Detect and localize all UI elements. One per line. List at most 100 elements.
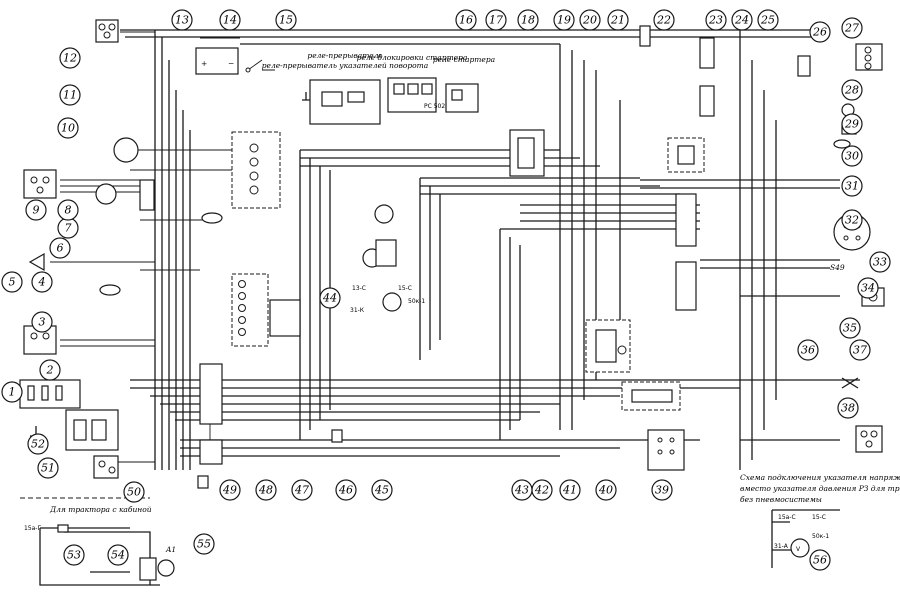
lamp-38 (855, 425, 883, 453)
generator-10 (113, 137, 139, 163)
wire-label-13c: 13-С (352, 285, 366, 292)
callout-37: 37 (853, 344, 867, 357)
callout-circle-15 (275, 9, 297, 31)
switch-panel-11 (231, 131, 281, 209)
callout-24: 24 (734, 14, 749, 27)
callout-circle-41 (559, 479, 581, 501)
callout-39: 39 (655, 484, 669, 497)
callout-circle-35 (839, 317, 861, 339)
callout-27: 27 (844, 22, 859, 35)
voltmeter-56 (771, 509, 840, 568)
callout-19: 19 (557, 14, 571, 27)
terminal-block-39 (647, 429, 685, 471)
callout-56: 56 (813, 554, 827, 567)
sensor-6 (201, 212, 223, 224)
callout-1: 1 (9, 386, 16, 399)
callout-35: 35 (843, 322, 857, 335)
callout-2: 2 (46, 364, 54, 377)
note-caption-line-1: Схема подключения указателя напряжения Р… (740, 473, 900, 482)
callout-circle-46 (335, 479, 357, 501)
callout-13: 13 (175, 14, 189, 27)
callout-circle-22 (653, 9, 675, 31)
starter-block-relay-16 (387, 77, 437, 113)
wire-label-31k: 31-К (350, 307, 365, 314)
sensor-37 (841, 377, 859, 389)
callout-49: 49 (222, 484, 237, 497)
fuse-block-18 (509, 129, 545, 177)
callout-circle-26 (809, 21, 831, 43)
callout-circle-51 (37, 457, 59, 479)
callout-circle-9 (25, 199, 47, 221)
horn-5 (28, 252, 45, 272)
callout-circle-34 (857, 277, 879, 299)
callout-33: 33 (873, 256, 887, 269)
callout-circle-45 (371, 479, 393, 501)
svg-text:+: + (201, 59, 207, 68)
starter-relay-17 (445, 83, 479, 113)
callout-9: 9 (33, 204, 40, 217)
label-s49: S49 (830, 263, 845, 272)
callout-circle-5 (1, 271, 23, 293)
label-turn-signal-relay: реле-прерыватель указателей поворота (262, 61, 429, 70)
connector-block-48 (199, 363, 223, 465)
callout-45: 45 (374, 484, 389, 497)
callout-circle-56 (809, 549, 831, 571)
wire-label-50k: 50к-1 (812, 533, 829, 540)
callout-30: 30 (845, 150, 859, 163)
glow-plugs-1 (19, 379, 81, 409)
callout-8: 8 (65, 204, 72, 217)
callout-17: 17 (489, 14, 503, 27)
callout-circle-11 (59, 84, 81, 106)
callout-26: 26 (812, 26, 827, 39)
callout-circle-24 (731, 9, 753, 31)
callout-circle-20 (579, 9, 601, 31)
callout-circle-17 (485, 9, 507, 31)
callout-circle-12 (59, 47, 81, 69)
callout-29: 29 (844, 118, 859, 131)
label-starter-block-relay: реле блокировки стартера (357, 53, 468, 62)
callout-22: 22 (656, 14, 671, 27)
callout-21: 21 (610, 14, 625, 27)
headlight-12 (95, 19, 119, 43)
callout-circle-21 (607, 9, 629, 31)
callout-circle-3 (31, 311, 53, 333)
callout-circle-23 (705, 9, 727, 31)
turn-signal-relay-15 (309, 79, 381, 125)
callout-31: 31 (845, 180, 859, 193)
callout-circle-27 (841, 17, 863, 39)
callout-40: 40 (598, 484, 613, 497)
callout-circle-52 (27, 433, 49, 455)
lamp-50 (93, 455, 119, 479)
callout-51: 51 (41, 462, 55, 475)
callout-circle-50 (123, 481, 145, 503)
callout-circle-44 (319, 287, 341, 309)
callout-46: 46 (338, 484, 353, 497)
callout-48: 48 (258, 484, 273, 497)
wire-label-15c-a: 15а-С (778, 514, 796, 521)
callout-10: 10 (61, 122, 75, 135)
gauge-cluster-44 (362, 204, 402, 312)
callout-circle-43 (511, 479, 533, 501)
callout-28: 28 (844, 84, 859, 97)
wire-label-15c-mid: 15-С (398, 285, 412, 292)
callout-32: 32 (845, 214, 859, 227)
callout-16: 16 (459, 14, 473, 27)
callout-53: 53 (67, 549, 81, 562)
switch-30 (833, 139, 851, 149)
callout-circle-4 (31, 271, 53, 293)
wire-label-15c-b: 15-С (812, 514, 826, 521)
callout-44: 44 (322, 292, 337, 305)
cab-caption: Для трактора с кабиной (49, 505, 152, 514)
callout-4: 4 (38, 276, 46, 289)
callout-25: 25 (760, 14, 775, 27)
callout-circle-8 (57, 199, 79, 221)
callout-circle-18 (517, 9, 539, 31)
callout-circle-19 (553, 9, 575, 31)
callout-43: 43 (514, 484, 529, 497)
callout-52: 52 (31, 438, 45, 451)
callout-50: 50 (127, 486, 141, 499)
callout-42: 42 (534, 484, 549, 497)
callout-47: 47 (294, 484, 309, 497)
regulator-8 (95, 179, 155, 211)
